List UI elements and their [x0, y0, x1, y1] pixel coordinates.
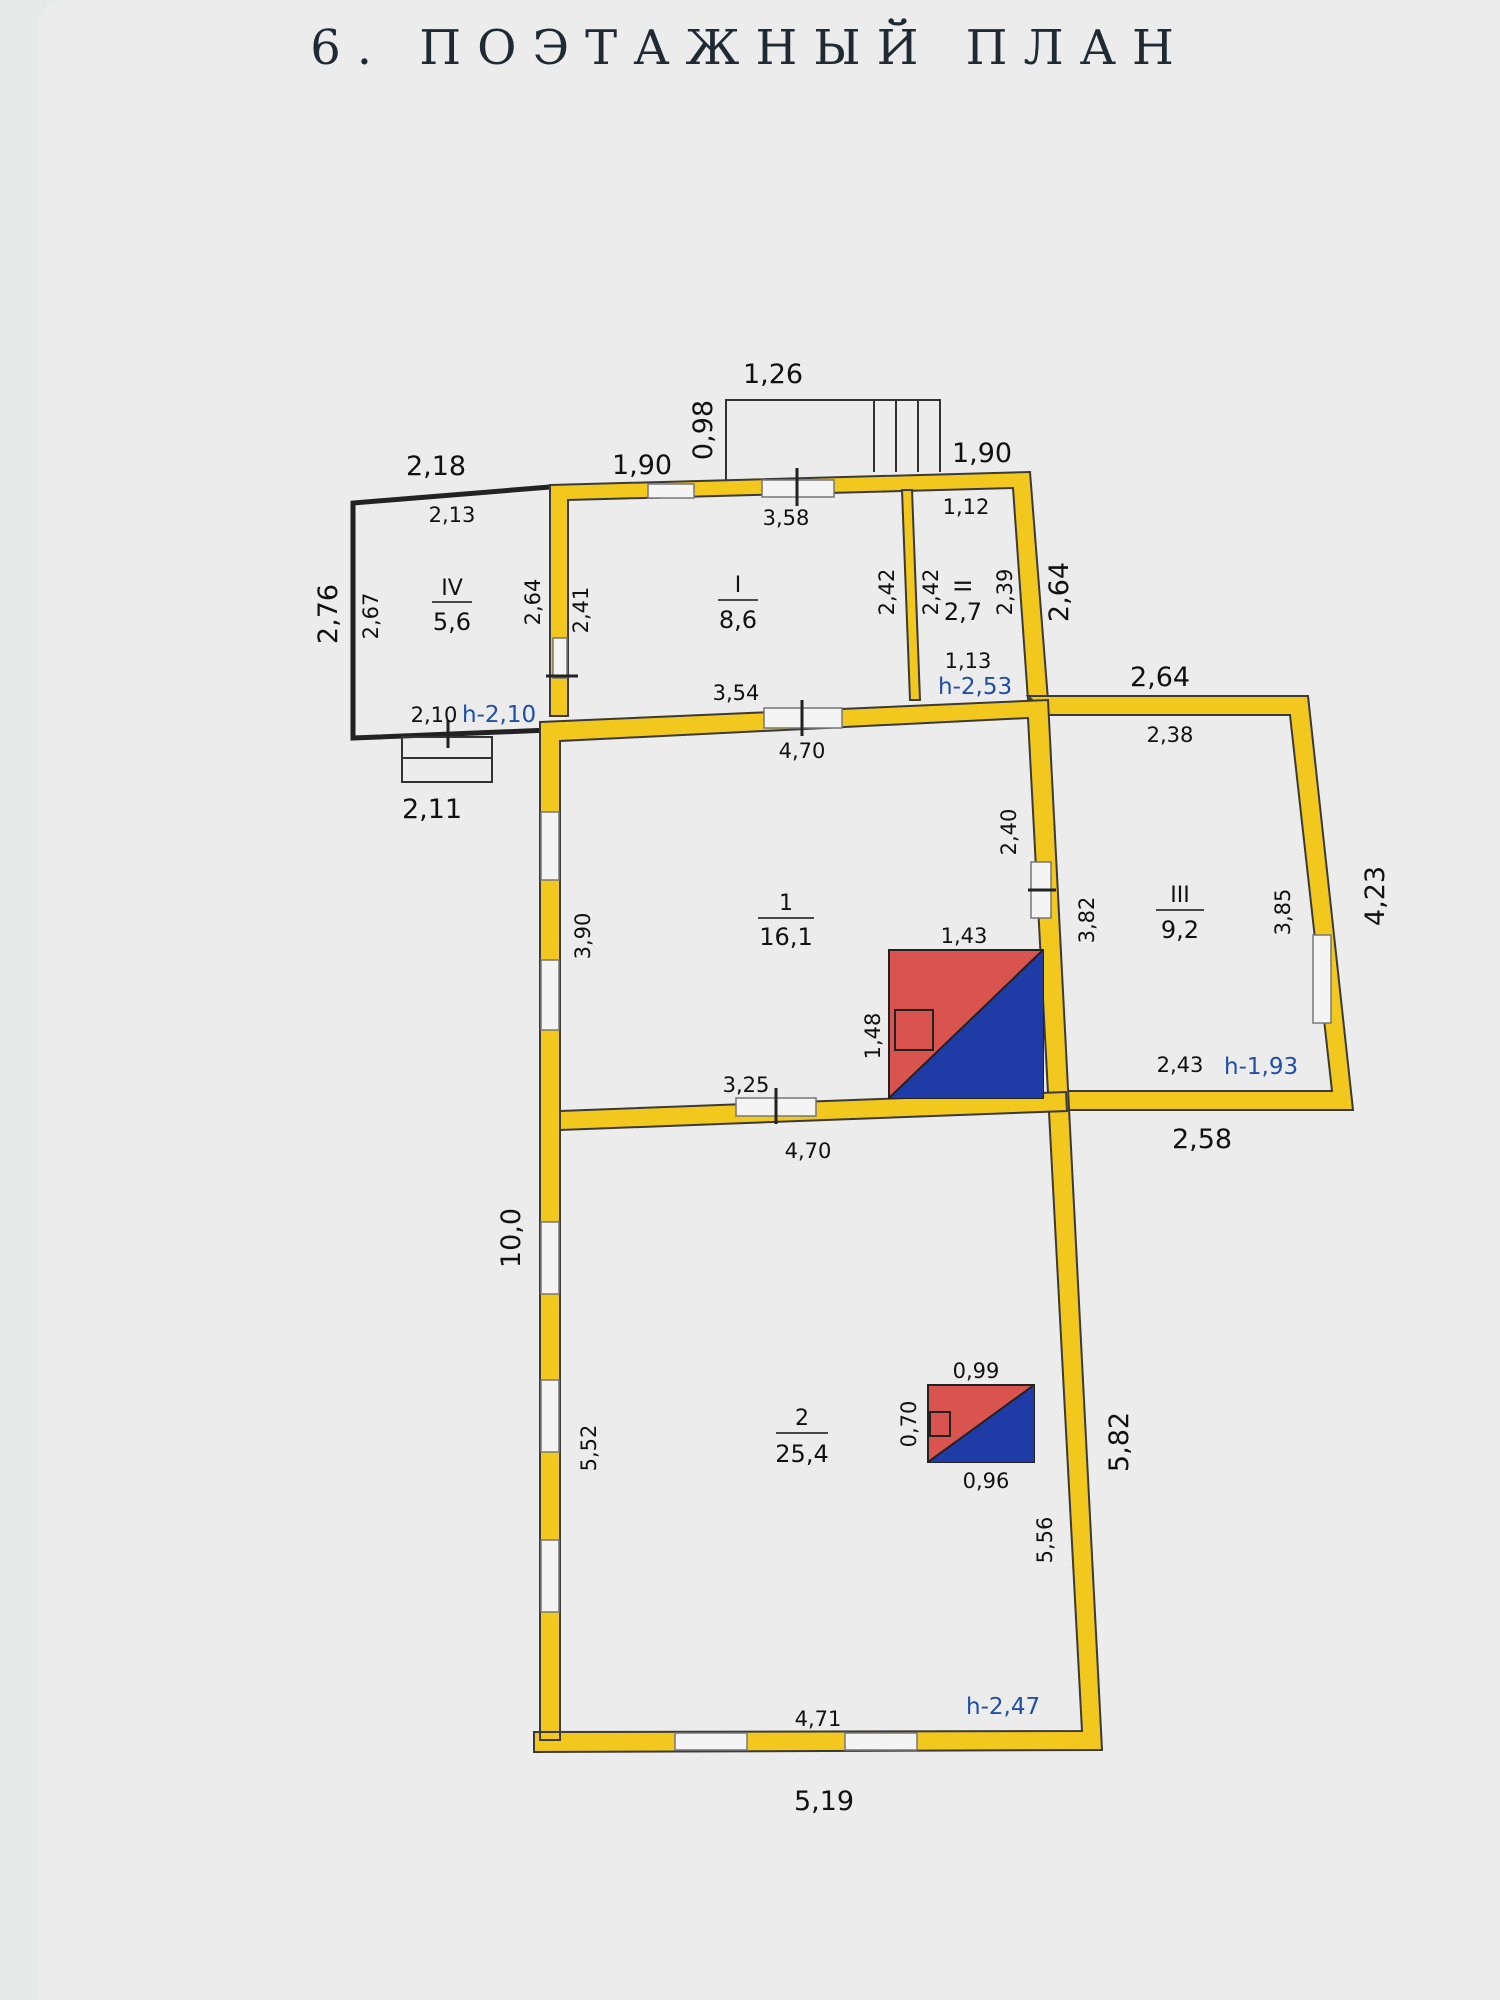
svg-text:9,2: 9,2 [1161, 916, 1199, 944]
svg-text:2,42: 2,42 [875, 569, 899, 616]
room-label-iv: IV 5,6 [432, 576, 472, 636]
inner-dimensions: 2,13 2,67 2,64 2,10 3,58 2,41 2,42 3,54 … [359, 495, 1295, 1731]
svg-text:2,64: 2,64 [1130, 662, 1190, 693]
svg-text:2,43: 2,43 [1157, 1053, 1204, 1077]
svg-text:2,64: 2,64 [521, 579, 545, 626]
height-ii: h-2,53 [938, 674, 1012, 700]
svg-text:2,11: 2,11 [402, 794, 462, 825]
svg-text:3,54: 3,54 [713, 681, 760, 705]
svg-text:5,52: 5,52 [577, 1425, 601, 1472]
svg-text:3,90: 3,90 [571, 913, 595, 960]
svg-text:4,23: 4,23 [1360, 866, 1391, 926]
document-page [38, 0, 1500, 2000]
room-label-ii: II 2,7 [944, 580, 982, 626]
windows [540, 483, 1332, 1751]
svg-text:1,26: 1,26 [743, 359, 803, 390]
svg-text:1,12: 1,12 [943, 495, 990, 519]
svg-text:1,90: 1,90 [612, 450, 672, 481]
exterior-walls [533, 470, 1355, 1754]
svg-text:2,42: 2,42 [919, 569, 943, 616]
svg-text:5,6: 5,6 [433, 608, 471, 636]
svg-text:3,58: 3,58 [763, 506, 810, 530]
svg-text:1,43: 1,43 [941, 924, 988, 948]
svg-text:4,71: 4,71 [795, 1707, 842, 1731]
svg-text:3,82: 3,82 [1075, 897, 1099, 944]
svg-text:5,19: 5,19 [794, 1786, 854, 1817]
svg-text:2: 2 [795, 1406, 809, 1431]
svg-text:2,18: 2,18 [406, 451, 466, 482]
svg-text:8,6: 8,6 [719, 606, 757, 634]
svg-text:4,70: 4,70 [785, 1139, 832, 1163]
svg-text:2,58: 2,58 [1172, 1124, 1232, 1155]
room-label-1: 1 16,1 [758, 891, 814, 951]
page-title: 6. ПОЭТАЖНЫЙ ПЛАН [310, 20, 1190, 76]
room-label-2: 2 25,4 [775, 1406, 828, 1468]
svg-text:4,70: 4,70 [779, 739, 826, 763]
svg-text:16,1: 16,1 [759, 923, 812, 951]
svg-text:2,76: 2,76 [313, 584, 344, 644]
svg-text:3,85: 3,85 [1271, 889, 1295, 936]
svg-text:2,38: 2,38 [1147, 723, 1194, 747]
svg-text:2,64: 2,64 [1044, 562, 1075, 622]
svg-text:2,13: 2,13 [429, 503, 476, 527]
height-2: h-2,47 [966, 1694, 1040, 1720]
svg-text:1,90: 1,90 [952, 438, 1012, 469]
svg-text:0,96: 0,96 [963, 1469, 1010, 1493]
svg-text:II: II [952, 580, 977, 593]
outer-dimensions: 2,18 2,76 2,11 1,90 1,26 0,98 1,90 2,64 … [313, 359, 1391, 1817]
svg-text:I: I [735, 573, 742, 598]
svg-text:III: III [1170, 883, 1189, 908]
svg-text:2,10: 2,10 [411, 703, 458, 727]
door-ticks [546, 468, 1056, 1124]
svg-text:2,40: 2,40 [997, 809, 1021, 856]
svg-text:1: 1 [779, 891, 793, 916]
svg-text:1,13: 1,13 [945, 649, 992, 673]
room-label-iii: III 9,2 [1156, 883, 1204, 944]
svg-text:10,0: 10,0 [496, 1208, 527, 1268]
svg-text:5,82: 5,82 [1104, 1412, 1135, 1472]
svg-text:IV: IV [441, 576, 463, 601]
porch [725, 399, 941, 484]
stove-2 [927, 1384, 1035, 1463]
height-iii: h-1,93 [1224, 1054, 1298, 1080]
svg-text:0,98: 0,98 [688, 400, 719, 460]
room-label-i: I 8,6 [718, 573, 758, 634]
svg-text:2,7: 2,7 [944, 598, 982, 626]
svg-text:2,67: 2,67 [359, 593, 383, 640]
svg-text:0,70: 0,70 [897, 1401, 921, 1448]
svg-text:0,99: 0,99 [953, 1359, 1000, 1383]
svg-text:25,4: 25,4 [775, 1440, 828, 1468]
svg-text:1,48: 1,48 [861, 1013, 885, 1060]
stove-1 [888, 949, 1044, 1099]
svg-text:3,25: 3,25 [723, 1073, 770, 1097]
svg-text:2,39: 2,39 [993, 569, 1017, 616]
svg-text:5,56: 5,56 [1033, 1517, 1057, 1564]
svg-text:2,41: 2,41 [569, 587, 593, 634]
height-iv: h-2,10 [462, 702, 536, 728]
room-iv-walls [350, 484, 551, 741]
